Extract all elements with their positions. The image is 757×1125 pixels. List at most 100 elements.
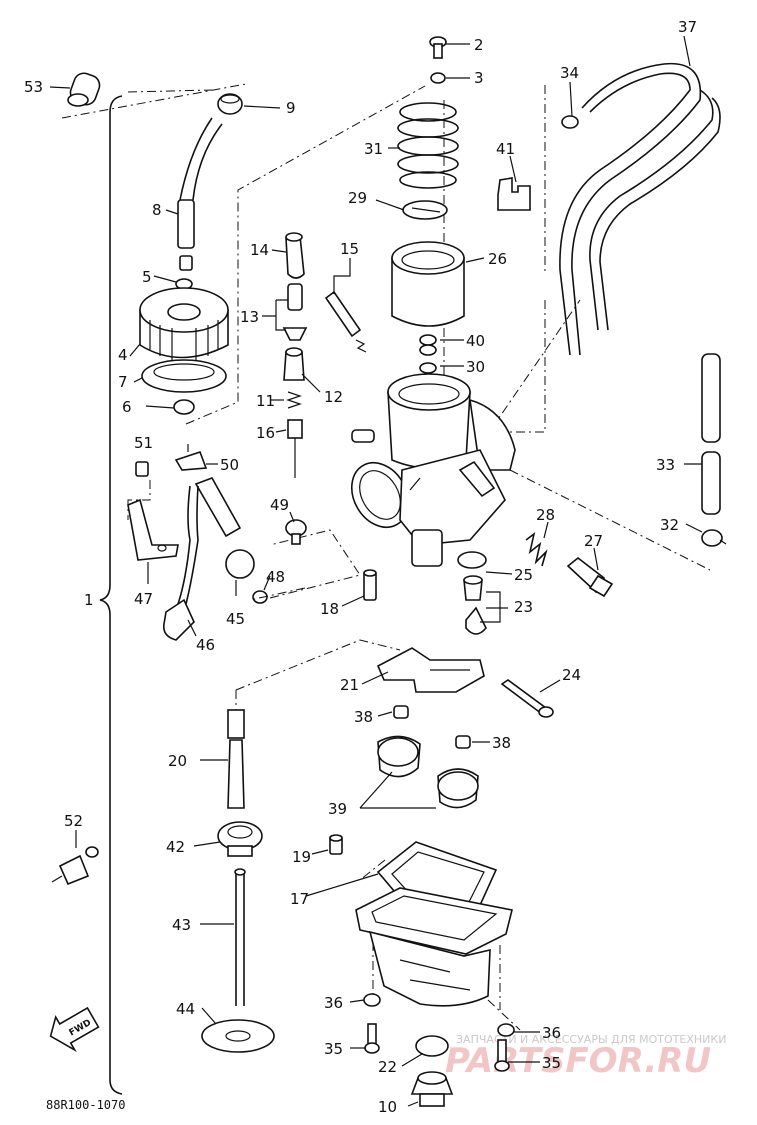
callout-3: 3: [474, 69, 484, 87]
callout-7: 7: [118, 373, 128, 391]
callout-50: 50: [220, 456, 239, 474]
callout-37: 37: [678, 18, 697, 36]
part-23-jet: [463, 575, 487, 635]
alignment-lines: [61, 83, 711, 1031]
callout-16: 16: [256, 424, 275, 442]
callout-39: 39: [328, 800, 347, 818]
part-19-jet: [329, 834, 343, 855]
callout-5: 5: [142, 268, 152, 286]
part-16-needle: [287, 419, 303, 478]
callout-14: 14: [250, 241, 269, 259]
part-45-plunger: [194, 477, 255, 579]
callout-43: 43: [172, 916, 191, 934]
callout-38: 38: [354, 708, 373, 726]
part-20-needle-jet: [227, 709, 245, 809]
callout-8: 8: [152, 201, 162, 219]
part-36-seal-b: [497, 1023, 515, 1037]
callout-22: 22: [378, 1058, 397, 1076]
part-51-cap: [135, 461, 149, 477]
watermark-line1: ЗАПЧАСТИ И АКСЕССУАРЫ ДЛЯ МОТОТЕХНИКИ: [456, 1033, 726, 1046]
part-32-clamp: [701, 529, 727, 547]
part-30-clip: [419, 362, 437, 374]
part-35-screw-b: [494, 1039, 510, 1072]
callout-24: 24: [562, 666, 581, 684]
callout-12: 12: [324, 388, 343, 406]
part-26-throttle-valve: [391, 241, 465, 327]
callout-19: 19: [292, 848, 311, 866]
callout-33: 33: [656, 456, 675, 474]
part-52-screw: [51, 846, 99, 886]
callout-47: 47: [134, 590, 153, 608]
part-18-bolt: [363, 569, 377, 601]
part-28-spring: [525, 532, 548, 567]
part-35-screw-a: [364, 1023, 380, 1054]
callout-51: 51: [134, 434, 153, 452]
callout-11: 11: [256, 392, 275, 410]
part-50-valve: [174, 444, 208, 471]
part-15-screw: [324, 290, 367, 353]
part-53-cap: [67, 72, 101, 107]
fwd-arrow: FWD: [49, 1006, 100, 1053]
callout-45: 45: [226, 610, 245, 628]
part-43-rod: [234, 868, 246, 1006]
callout-20: 20: [168, 752, 187, 770]
callout-6: 6: [122, 398, 132, 416]
part-36-seal-a: [363, 993, 381, 1007]
callout-2: 2: [474, 36, 484, 54]
callout-40: 40: [466, 332, 485, 350]
callout-27: 27: [584, 532, 603, 550]
carburetor-body: [350, 373, 516, 567]
callout-53: 53: [24, 78, 43, 96]
part-27-screw: [566, 556, 614, 598]
callout-41: 41: [496, 140, 515, 158]
callout-48: 48: [266, 568, 285, 586]
callout-13: 13: [240, 308, 259, 326]
part-10-plug: [410, 1071, 454, 1107]
callout-18: 18: [320, 600, 339, 618]
part-42-valve: [217, 821, 263, 857]
part-22-oring: [415, 1035, 449, 1057]
part-37-hose: [559, 62, 721, 356]
part-48-oring: [252, 590, 268, 604]
callout-25: 25: [514, 566, 533, 584]
group-brace: [99, 95, 123, 1095]
part-40-oring: [419, 334, 437, 356]
callout-26: 26: [488, 250, 507, 268]
part-39-floats: [377, 735, 479, 809]
group-number: 1: [84, 591, 94, 609]
float-bowl: [355, 887, 513, 1007]
part-14-clip: [285, 232, 305, 279]
callout-30: 30: [466, 358, 485, 376]
part-12-needle-jet: [283, 347, 305, 381]
part-11-spring: [286, 391, 302, 409]
part-38-cap-a: [393, 705, 409, 719]
callout-10: 10: [378, 1098, 397, 1116]
part-46-cable: [162, 485, 199, 641]
callout-34: 34: [560, 64, 579, 82]
callout-numbers: 2 3 9 53 34 37 31 41 8 29 14 15 26 5 13 …: [24, 18, 697, 1116]
callout-31: 31: [364, 140, 383, 158]
callout-42: 42: [166, 838, 185, 856]
callout-38b: 38: [492, 734, 511, 752]
callout-46: 46: [196, 636, 215, 654]
callout-21: 21: [340, 676, 359, 694]
part-13-seat: [282, 283, 308, 341]
part-3-nut: [430, 72, 446, 84]
part-8-hose: [177, 117, 223, 271]
part-21-plate: [376, 647, 485, 693]
callout-52: 52: [64, 812, 83, 830]
part-9-cap: [217, 93, 243, 115]
part-2-screw: [429, 36, 447, 59]
part-41-clamp: [497, 177, 531, 211]
part-24-bolt: [500, 679, 554, 718]
callout-35b: 35: [542, 1054, 561, 1072]
callout-15: 15: [340, 240, 359, 258]
part-6-clip: [173, 399, 195, 415]
callout-36: 36: [324, 994, 343, 1012]
part-29-seat: [402, 200, 448, 220]
leader-lines: [49, 35, 703, 1107]
part-drawings: FWD: [49, 36, 727, 1107]
diagram-code: 88R100-1070: [46, 1098, 125, 1112]
callout-4: 4: [118, 346, 128, 364]
